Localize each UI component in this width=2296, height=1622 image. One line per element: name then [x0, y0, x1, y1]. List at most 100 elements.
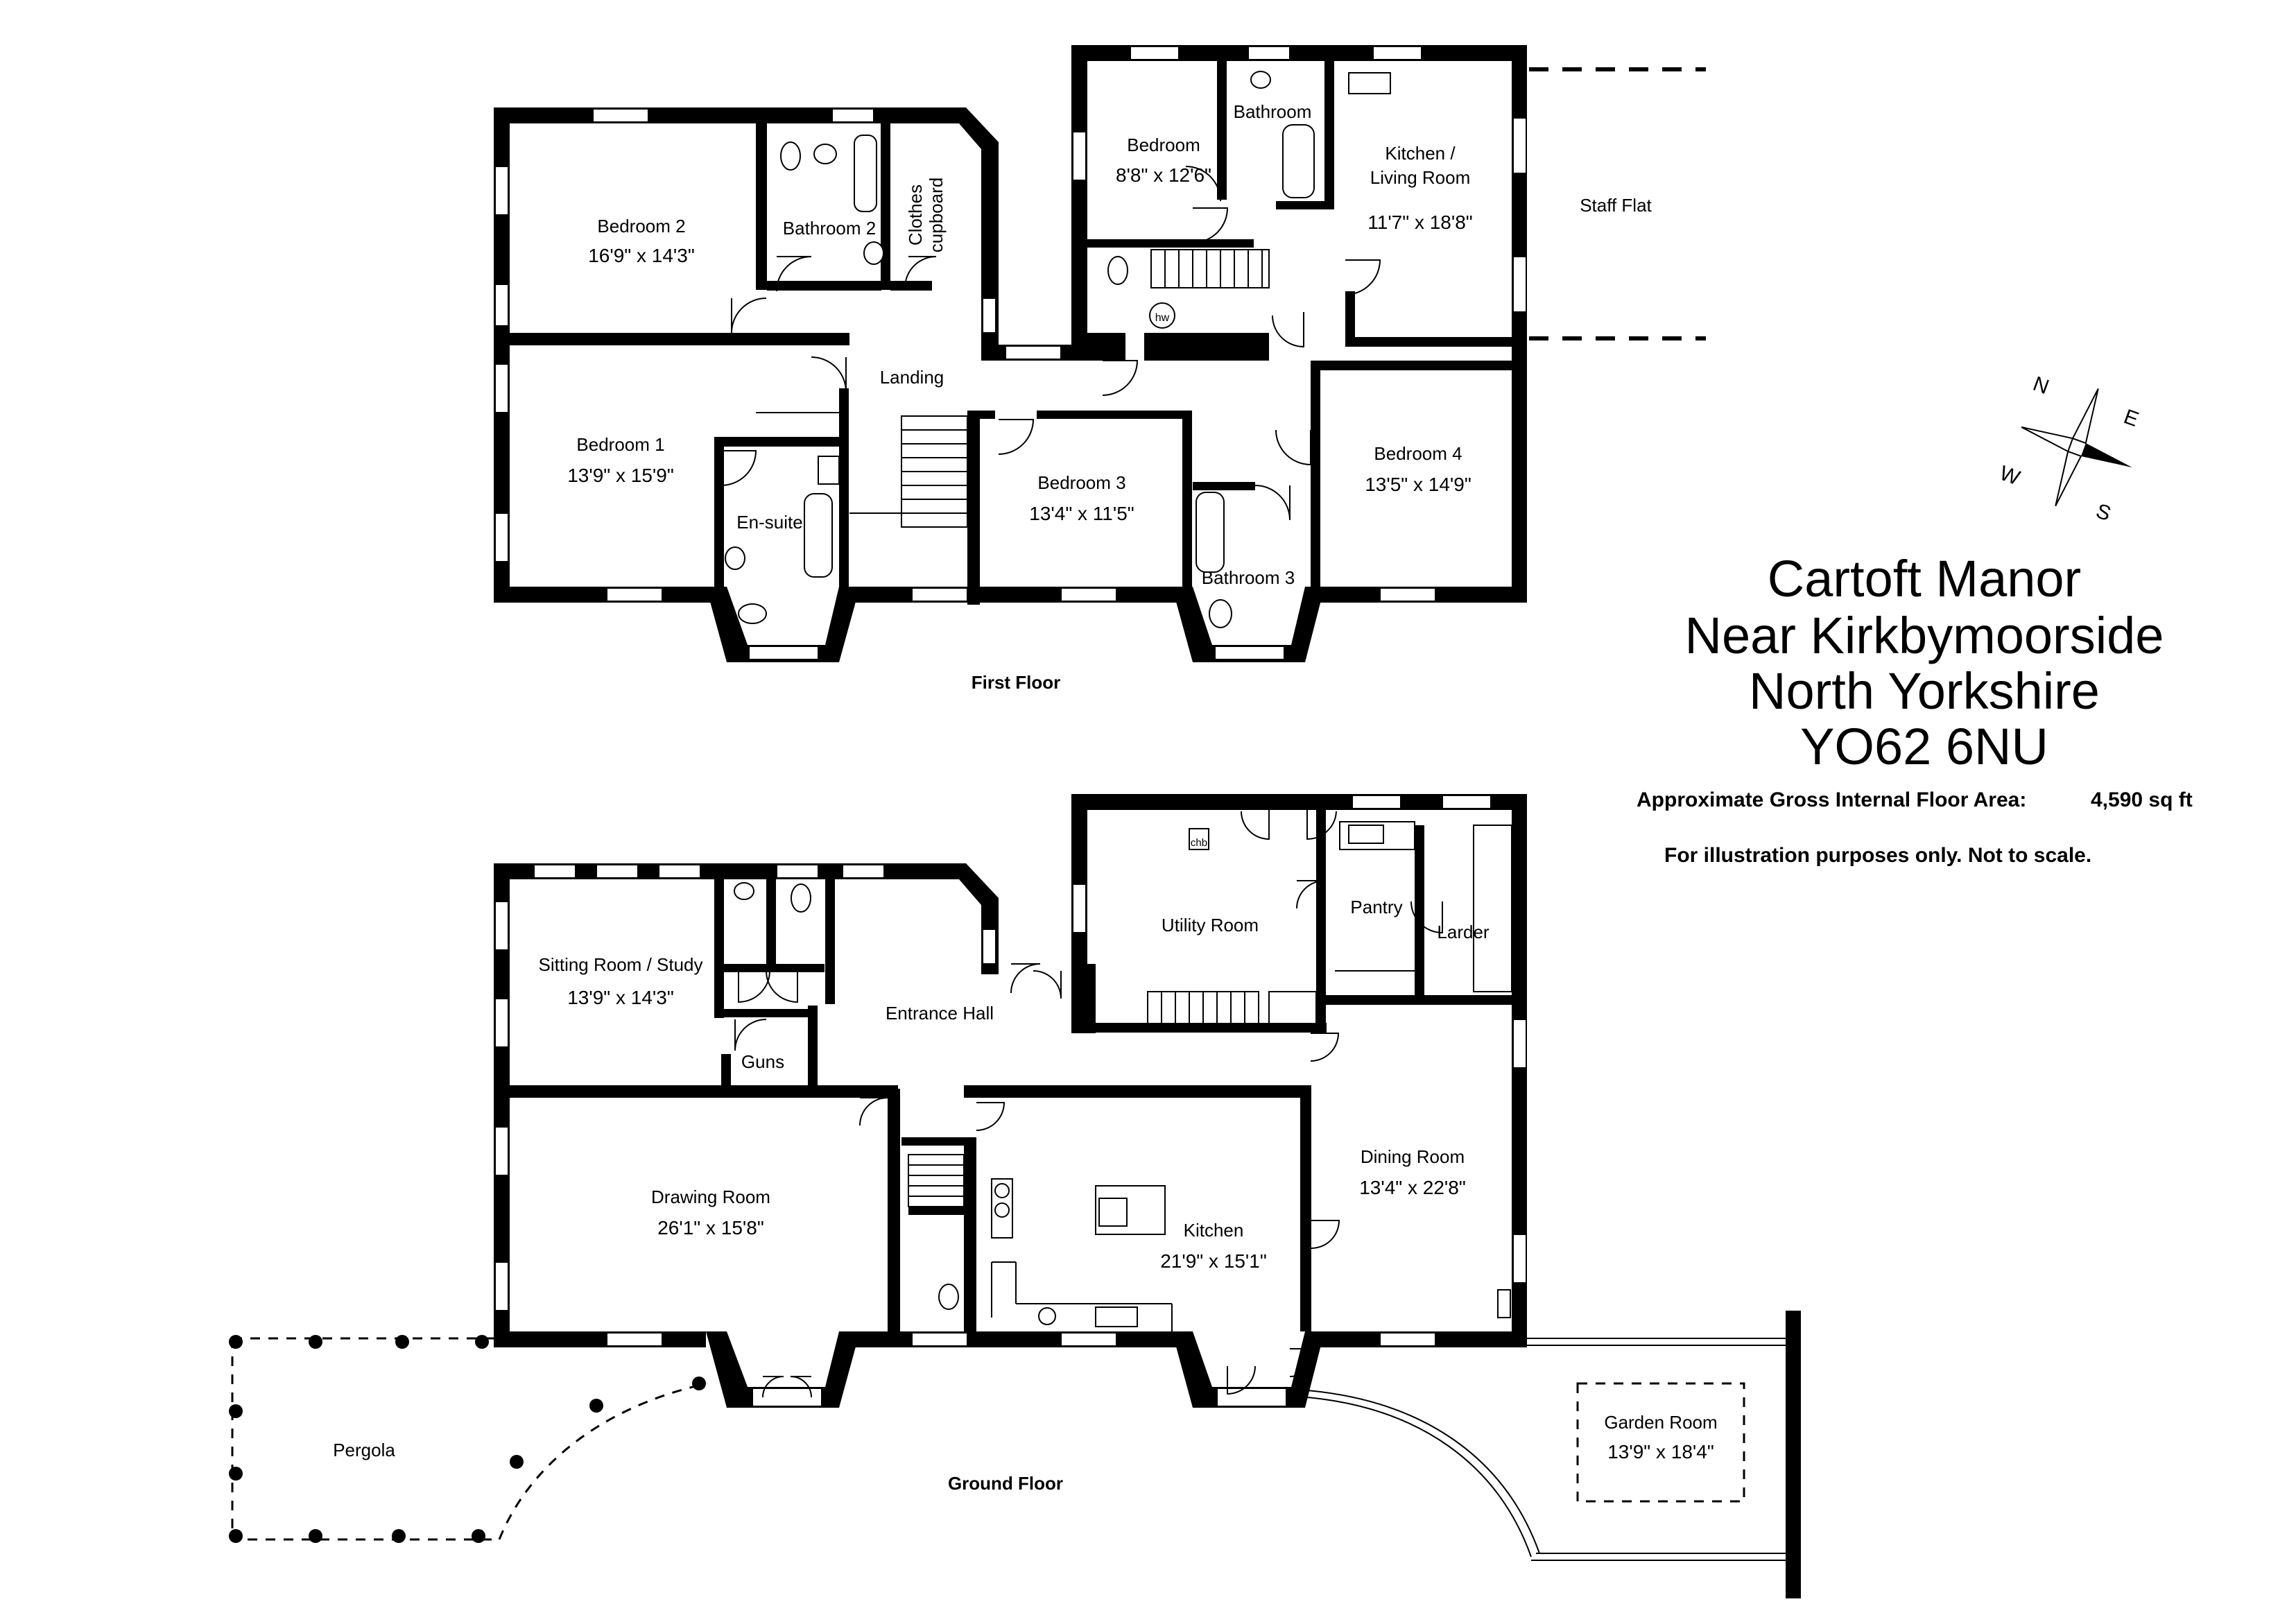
door: [998, 419, 1035, 455]
basin-fixture: [1250, 71, 1271, 89]
wall-bedroom-right: [1217, 61, 1227, 200]
wall-stair-store: [901, 1137, 964, 1146]
toilet-fixture: [1209, 599, 1232, 628]
utility-cupboard: [1268, 991, 1317, 1026]
window: [776, 864, 819, 879]
bath-fixture: [1282, 124, 1315, 198]
bath-fixture: [804, 493, 833, 578]
window: [1512, 117, 1527, 174]
window: [494, 284, 509, 327]
window: [1060, 587, 1117, 602]
island-hob: [1098, 1198, 1128, 1227]
door: [766, 970, 798, 1003]
entrance-hall-name: Entrance Hall: [886, 1003, 994, 1024]
window: [606, 1332, 663, 1347]
kitchen-sink: [1095, 1306, 1138, 1327]
ground-floor-caption: Ground Floor: [948, 1473, 1063, 1494]
door: [1306, 810, 1337, 840]
garden-door: [1216, 1388, 1287, 1407]
pergola: [229, 1335, 708, 1543]
sitting-room-size: 13'9" x 14'3": [567, 987, 674, 1008]
svg-text:Clothes: Clothes: [905, 184, 926, 245]
door: [734, 1019, 767, 1051]
wall-cupboard-bottom: [890, 281, 932, 291]
first-floor-bottom-wall-b: [839, 587, 1186, 603]
wall-bath2-cupboard: [881, 123, 890, 290]
window: [592, 108, 649, 123]
ensuite-bay-walls: [706, 587, 860, 662]
hot-water-cylinder: [1149, 302, 1175, 329]
wall-bath3-right: [1311, 361, 1320, 603]
garden-room-name: Garden Room: [1604, 1412, 1717, 1433]
window: [982, 297, 996, 334]
window: [1379, 587, 1436, 602]
wall-drawing-right: [888, 1089, 900, 1331]
kitchen-living-line2: Living Room: [1370, 167, 1471, 188]
window: [494, 363, 509, 413]
basin-fixture: [813, 144, 837, 164]
window: [1512, 1019, 1527, 1069]
property-county: North Yorkshire: [1749, 662, 2100, 720]
window: [1352, 795, 1401, 809]
door: [904, 256, 937, 288]
floor-area-label: Approximate Gross Internal Floor Area:: [1637, 788, 2026, 811]
door: [1010, 963, 1041, 994]
window: [842, 864, 885, 879]
ground-floor-staircase: [908, 1154, 965, 1207]
compass-rose: [2021, 388, 2132, 507]
wall-pantry-larder: [1415, 825, 1424, 995]
bedroom4-size: 13'5" x 14'9": [1365, 474, 1471, 495]
ground-floor-plan: chb: [229, 794, 1801, 1598]
pantry-shelving: [1339, 821, 1415, 850]
wall-bed3-left: [967, 411, 980, 605]
property-title: Cartoft Manor: [1768, 550, 2081, 607]
wall-bed2-bath2: [756, 123, 767, 290]
window: [1072, 883, 1087, 933]
pergola-name: Pergola: [333, 1440, 395, 1460]
wall-flat-stairs: [1144, 333, 1269, 361]
window: [494, 166, 509, 216]
clothes-cupboard-label: Clothes cupboard: [905, 178, 947, 252]
wall-bed4-top: [1311, 361, 1519, 370]
door: [1296, 880, 1325, 909]
floor-area-value: 4,590 sq ft: [2091, 788, 2193, 811]
door: [811, 356, 847, 392]
compass-e: E: [2121, 405, 2141, 431]
compass-w: W: [1996, 462, 2023, 490]
door: [1311, 1220, 1340, 1249]
wall-kitchen-right: [1300, 1085, 1311, 1331]
door: [859, 1097, 888, 1126]
window: [911, 587, 968, 602]
wall-bed3-top-b: [1037, 411, 1189, 419]
bath-fixture: [1196, 492, 1225, 573]
door: [1272, 312, 1304, 348]
window: [1379, 1332, 1436, 1347]
bathroom2-name: Bathroom 2: [783, 218, 876, 239]
wall-dining-top: [1318, 995, 1512, 1005]
door: [1345, 259, 1381, 295]
wall-kitchen-left: [1345, 291, 1355, 347]
window: [596, 864, 639, 879]
bedroom2-name: Bedroom 2: [597, 216, 685, 236]
bedroom3-name: Bedroom 3: [1037, 472, 1125, 493]
kitchen-living-line1: Kitchen /: [1385, 143, 1456, 164]
door: [1310, 1033, 1340, 1062]
wall-ensuite-stair: [839, 388, 849, 603]
window: [533, 864, 576, 879]
window: [911, 1332, 968, 1347]
landing-name: Landing: [880, 367, 944, 388]
window: [494, 998, 509, 1048]
larder-shelving: [1473, 825, 1512, 992]
toilet-fixture: [780, 141, 801, 171]
door: [1410, 901, 1443, 934]
garden-room-wall: [1786, 1311, 1801, 1598]
toilet-fixture: [1107, 256, 1128, 285]
toilet-fixture: [734, 882, 754, 900]
dining-sideboard: [1497, 1289, 1511, 1318]
door: [731, 297, 767, 334]
sitting-room-name: Sitting Room / Study: [539, 954, 703, 975]
utility-room-name: Utility Room: [1162, 915, 1259, 935]
door: [1275, 429, 1311, 466]
window: [1130, 46, 1180, 60]
